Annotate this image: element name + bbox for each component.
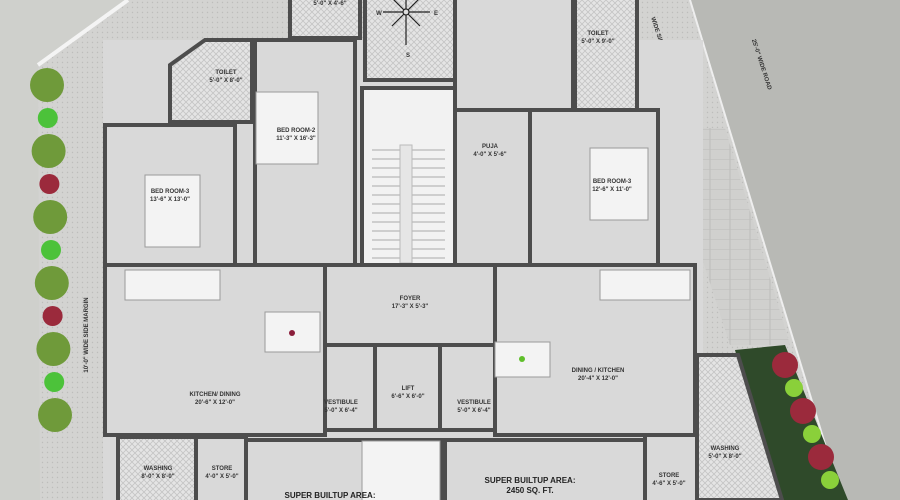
area-value-right: 2450 SQ. FT. (506, 486, 553, 495)
room-dims: 5'-0" X 8'-0" (209, 78, 242, 84)
shrub (36, 332, 71, 366)
room-name: TOILET (587, 31, 609, 37)
kitchen-counter (599, 269, 691, 301)
room-dims: 8'-0" X 8'-0" (141, 474, 174, 480)
area-label-left: SUPER BUILTUP AREA: (285, 491, 376, 500)
shrub (38, 398, 72, 432)
compass-icon (383, 0, 430, 45)
shrub (33, 200, 68, 234)
flower (821, 471, 839, 489)
room-dims: 4'-0" X 5'-6" (473, 152, 506, 158)
stair-treads (372, 144, 445, 264)
shrub (30, 68, 64, 102)
room-dims: 5'-0" X 9'-0" (581, 39, 614, 45)
room-name: BED ROOM-3 (593, 179, 632, 185)
room-name: BED ROOM-3 (151, 189, 190, 195)
compass-south: S (406, 53, 410, 59)
shrub-row (30, 68, 72, 432)
flower-row (772, 352, 839, 489)
lift (373, 343, 442, 432)
room-name: VESTIBULE (457, 400, 491, 406)
room-name: BED ROOM-2 (277, 128, 316, 134)
room-dims: 12'-6" X 11'-0" (592, 187, 632, 193)
kitchen-counter (124, 269, 221, 301)
decor-dot (289, 330, 295, 336)
shrub (34, 266, 69, 300)
vestibule-left (323, 343, 377, 432)
flower (790, 398, 816, 424)
puja (453, 108, 532, 267)
decor-dot (519, 356, 525, 362)
room-name: STORE (659, 473, 680, 479)
bed (144, 174, 201, 248)
room-name: FOYER (400, 296, 421, 302)
flower (39, 174, 60, 194)
room-name: LIFT (402, 386, 415, 392)
compass-west: W (376, 11, 382, 17)
left-margin-label: 10'-0" WIDE SIDE MARGIN (84, 297, 90, 372)
store-right (643, 433, 699, 500)
room-dims: 11'-3" X 16'-3" (276, 136, 316, 142)
flower (37, 108, 58, 128)
toilet-left (168, 38, 254, 124)
room-dims: 5'-0" X 4'-6" (313, 1, 346, 7)
washing-right (695, 353, 785, 500)
room-dims: 5'-0" X 6'-4" (324, 408, 357, 414)
room-name: WASHING (144, 466, 173, 472)
stair-well (399, 144, 413, 264)
flower (803, 425, 821, 443)
room-dims: 4'-6" X 5'-0" (652, 481, 685, 487)
room-dims: 5'-0" X 6'-4" (457, 408, 490, 414)
room-name: WASHING (711, 446, 740, 452)
bed (589, 147, 649, 221)
room-dims: 6'-6" X 6'-0" (391, 394, 424, 400)
washing-left (116, 435, 198, 500)
flower (42, 306, 63, 326)
flower (785, 379, 803, 397)
road (690, 0, 900, 500)
compass-east: E (434, 11, 438, 17)
room-dims: 5'-0" X 8'-0" (708, 454, 741, 460)
room-name: KITCHEN/ DINING (190, 392, 241, 398)
bedroom-top-right (453, 0, 575, 112)
room-name: VESTIBULE (324, 400, 358, 406)
bed (255, 91, 319, 165)
flower (808, 444, 834, 470)
room-name: PUJA (482, 144, 499, 150)
flower (41, 240, 61, 260)
room-labels: TOILET 5'-0" X 8'-0" 5'-0" X 4'-6" BED R… (141, 1, 741, 500)
room-dims: 20'-6" X 12'-0" (195, 400, 235, 406)
vestibule-right (438, 343, 497, 432)
flower (44, 372, 65, 392)
room-name: STORE (212, 466, 233, 472)
super-area-right (443, 438, 647, 500)
toilet-right (573, 0, 639, 112)
room-name: DINING / KITCHEN (572, 368, 625, 374)
room-name: TOILET (215, 70, 237, 76)
stair-small (361, 440, 441, 500)
road-boundary (689, 0, 843, 500)
room-dims: 20'-4" X 12'-0" (578, 376, 618, 382)
site-boundary (36, 0, 130, 67)
shrub (31, 134, 66, 168)
area-label-right: SUPER BUILTUP AREA: (485, 476, 576, 485)
room-dims: 17'-3" X 5'-3" (392, 304, 429, 310)
room-dims: 4'-0" X 5'-0" (205, 474, 238, 480)
room-dims: 13'-6" X 13'-0" (150, 197, 190, 203)
flower (772, 352, 798, 378)
toilet-top (288, 0, 362, 40)
